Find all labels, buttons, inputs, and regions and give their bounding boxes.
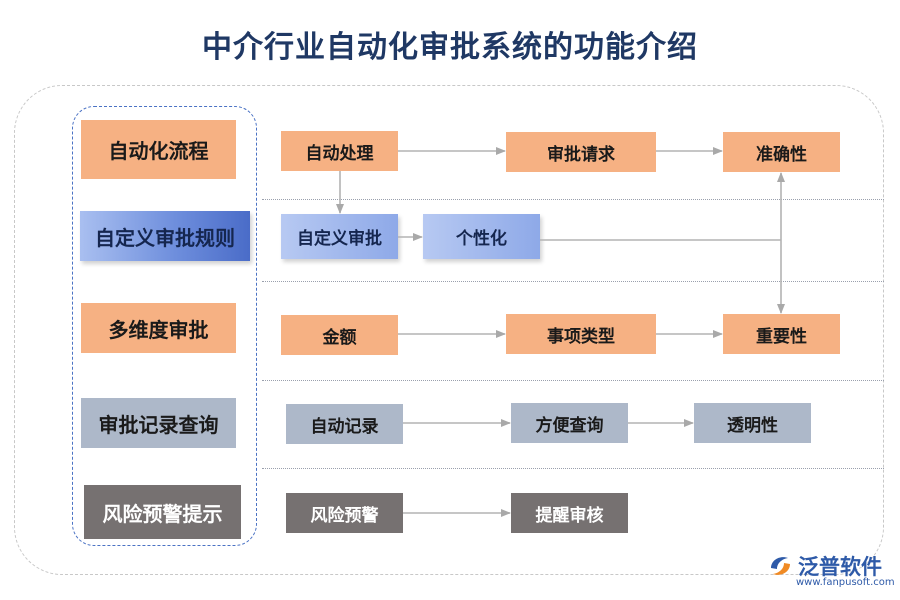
brand-logo: 泛普软件	[768, 551, 882, 581]
category-custom-rules: 自定义审批规则	[80, 211, 250, 261]
category-record-query: 审批记录查询	[81, 398, 236, 448]
node-remind-review: 提醒审核	[511, 493, 628, 533]
node-risk-alert: 风险预警	[286, 493, 403, 533]
row-separator	[262, 380, 884, 381]
outer-frame	[14, 85, 884, 575]
node-transparency: 透明性	[694, 403, 811, 443]
page-title: 中介行业自动化审批系统的功能介绍	[202, 30, 698, 65]
category-risk-warning: 风险预警提示	[84, 485, 241, 539]
node-accuracy: 准确性	[723, 132, 840, 172]
brand-url: www.fanpusoft.com	[796, 577, 895, 588]
node-auto-handle: 自动处理	[281, 131, 398, 171]
node-easy-query: 方便查询	[511, 403, 628, 443]
category-auto-process: 自动化流程	[81, 120, 236, 179]
fanpu-logo-icon	[771, 557, 790, 575]
node-amount: 金额	[281, 315, 398, 355]
node-custom-approval: 自定义审批	[281, 214, 398, 259]
category-multi-dimension: 多维度审批	[81, 303, 236, 353]
row-separator	[262, 468, 884, 469]
row-separator	[262, 281, 884, 282]
brand-name: 泛普软件	[798, 555, 882, 579]
node-importance: 重要性	[723, 314, 840, 354]
node-auto-record: 自动记录	[286, 404, 403, 444]
node-approval-request: 审批请求	[506, 132, 656, 172]
row-separator	[262, 199, 884, 200]
category-column-frame	[72, 106, 257, 546]
node-personalization: 个性化	[423, 214, 540, 259]
node-item-type: 事项类型	[506, 314, 656, 354]
